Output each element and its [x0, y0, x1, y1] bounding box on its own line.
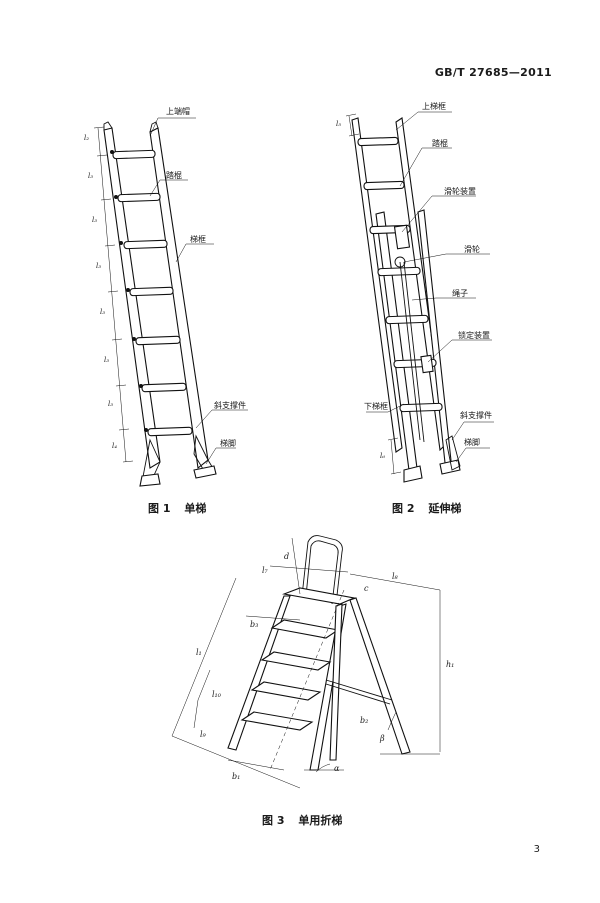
fig3-dim-b2: b₂: [360, 716, 369, 725]
figure1-caption-title: 单梯: [184, 502, 207, 515]
fig3-dim-b1: b₁: [232, 772, 241, 781]
fig1-dim: l₃: [92, 216, 98, 224]
fig2-label-rope: 绳子: [452, 289, 468, 298]
fig3-dim-h1: h₁: [446, 660, 455, 669]
fig2-dim: l₅: [336, 120, 342, 128]
fig1-dim: l₃: [108, 400, 114, 408]
fig2-label-lock: 锁定装置: [458, 331, 490, 340]
fig3-dim-c: c: [364, 584, 369, 593]
fig2-label-upper-rail: 上梯框: [422, 102, 446, 111]
fig1-label-rung: 踏棍: [166, 171, 182, 180]
fig2-label-foot: 梯脚: [464, 438, 480, 447]
fig3-dim-l9: l₉: [200, 730, 206, 739]
fig2-label-brace: 斜支撑件: [460, 411, 492, 420]
fig1-dim: l₃: [104, 356, 110, 364]
fig2-label-pulley: 滑轮: [464, 245, 480, 254]
figure3-caption-number: 图 3: [262, 814, 285, 827]
figure3-caption-title: 单用折梯: [298, 814, 343, 827]
figure2-caption-title: 延伸梯: [428, 502, 462, 515]
fig1-dim: l₃: [100, 308, 106, 316]
fig1-label-top-cap: 上端帽: [166, 107, 190, 116]
figure1-caption-number: 图 1: [148, 502, 171, 515]
figure1-caption: 图 1 单梯: [148, 500, 206, 516]
figure3-stepladder-drawing: [171, 535, 441, 789]
figure2-caption-number: 图 2: [392, 502, 415, 515]
fig2-label-pulley-device: 滑轮装置: [444, 187, 476, 196]
standard-number: GB/T 27685—2011: [434, 66, 552, 79]
fig1-dim: l₃: [96, 262, 102, 270]
fig1-label-brace: 斜支撑件: [214, 401, 246, 410]
fig3-dim-d: d: [284, 552, 290, 561]
figure2-ladder-drawing: [345, 111, 494, 483]
fig3-dim-l1: l₁: [196, 648, 202, 657]
figure1-ladder-drawing: [93, 117, 248, 487]
fig2-label-lower-rail: 下梯框: [364, 402, 388, 411]
page-number: 3: [533, 844, 540, 855]
fig1-dim: l₂: [84, 134, 90, 142]
fig2-dim: l₆: [380, 452, 386, 460]
fig3-dim-alpha: α: [334, 764, 340, 773]
fig1-label-rail: 梯框: [190, 235, 206, 244]
fig3-dim-b3: b₃: [250, 620, 259, 629]
fig1-label-foot: 梯脚: [220, 439, 236, 448]
fig2-label-rung: 踏棍: [432, 139, 448, 148]
fig1-dim: l₃: [88, 172, 94, 180]
figure3-caption: 图 3 单用折梯: [262, 812, 342, 828]
fig3-dim-beta: β: [380, 734, 385, 743]
fig1-dim: l₄: [112, 442, 118, 450]
fig3-dim-l8: l₈: [392, 572, 398, 581]
fig3-dim-l10: l₁₀: [212, 690, 221, 699]
figure2-caption: 图 2 延伸梯: [392, 500, 461, 516]
fig3-dim-l7: l₇: [262, 566, 268, 575]
